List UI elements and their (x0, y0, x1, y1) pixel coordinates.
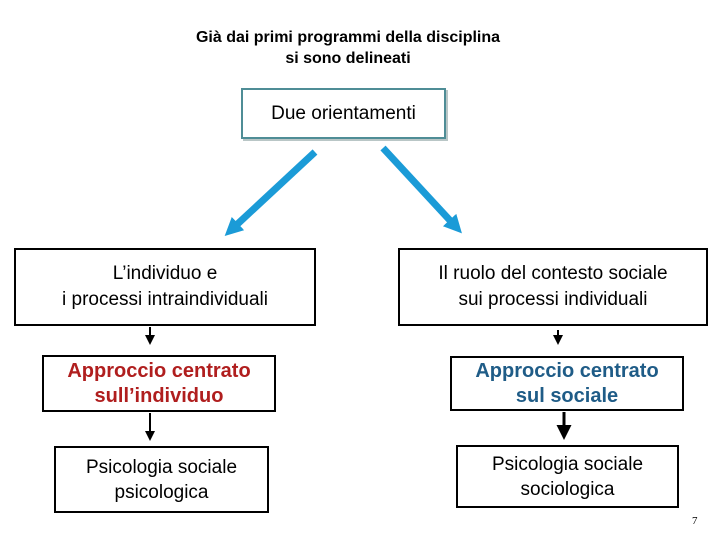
slide-title-line2: si sono delineati (285, 50, 411, 67)
node-psicologia-sociologica-line1: Psicologia sociale (491, 453, 644, 475)
node-contesto-line2: sui processi individuali (458, 289, 648, 310)
branch-arrow-right-icon (380, 145, 462, 234)
node-approccio-individuo: Approccio centrato sull’individuo (42, 355, 276, 412)
node-psicologia-sociologica: Psicologia sociale sociologica (456, 445, 679, 508)
node-contesto-sociale: Il ruolo del contesto sociale sui proces… (398, 248, 708, 326)
node-approccio-individuo-line1: Approccio centrato (67, 359, 251, 382)
node-approccio-sociale-line1: Approccio centrato (475, 359, 659, 382)
node-individuo-line1: L’individuo e (112, 263, 218, 284)
root-box-label: Due orientamenti (271, 103, 416, 124)
node-psicologia-psicologica-line1: Psicologia sociale (85, 456, 238, 478)
branch-arrow-left-icon (224, 149, 318, 236)
node-individuo-line2: i processi intraindividuali (62, 289, 268, 310)
page-number: 7 (692, 515, 698, 527)
node-approccio-sociale-line2: sul sociale (515, 384, 619, 407)
node-approccio-sociale: Approccio centrato sul sociale (450, 356, 684, 411)
node-psicologia-psicologica: Psicologia sociale psicologica (54, 446, 269, 513)
node-psicologia-sociologica-line2: sociologica (520, 478, 615, 500)
node-psicologia-psicologica-line2: psicologica (114, 481, 209, 503)
root-box-due-orientamenti: Due orientamenti (241, 88, 446, 139)
node-individuo-processi: L’individuo e i processi intraindividual… (14, 248, 316, 326)
node-contesto-line1: Il ruolo del contesto sociale (438, 263, 668, 284)
node-approccio-individuo-line2: sull’individuo (94, 384, 224, 407)
slide-title-line1: Già dai primi programmi della disciplina (195, 29, 501, 46)
slide-title: Già dai primi programmi della disciplina… (0, 27, 696, 69)
